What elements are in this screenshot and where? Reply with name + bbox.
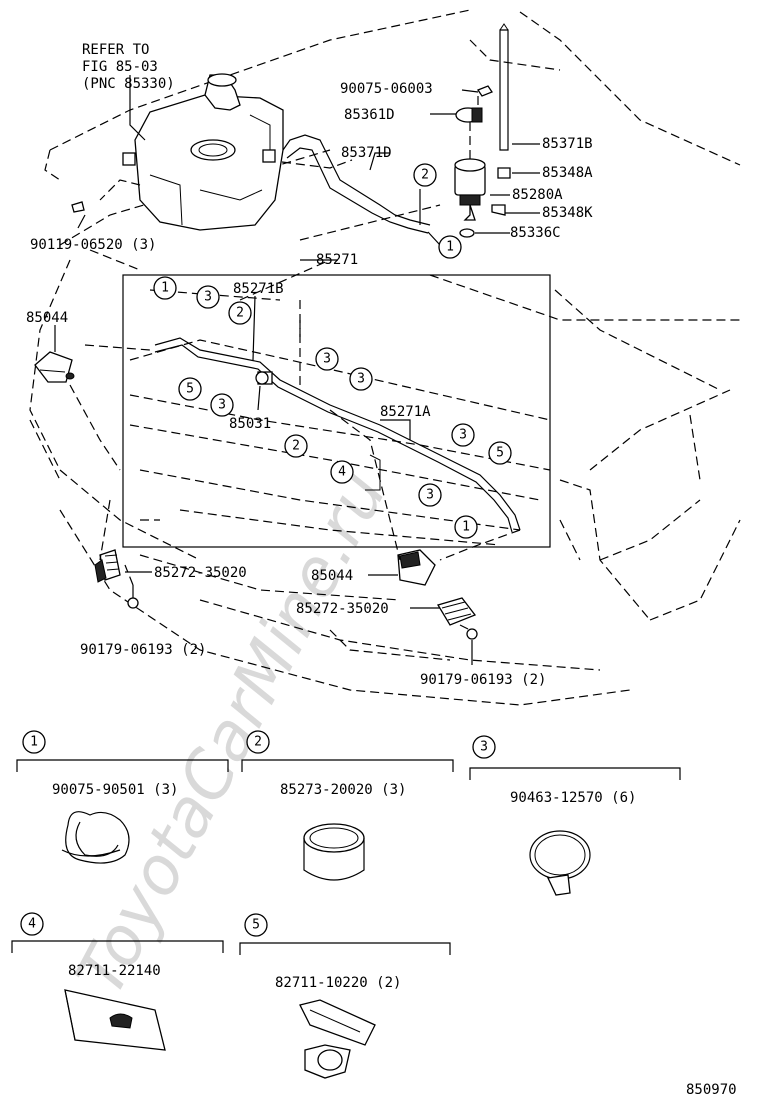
ref-circle-3: 3 xyxy=(451,423,475,447)
callout-85361d: 85361D xyxy=(344,107,395,123)
ref-circle-2: 2 xyxy=(284,434,308,458)
ref-circles: 2 1 1 3 2 5 3 3 3 2 4 3 5 3 1 xyxy=(153,163,512,539)
svg-text:2: 2 xyxy=(421,168,429,183)
seal-85336c xyxy=(459,228,475,238)
screw-90179-right xyxy=(466,628,478,640)
callout-85271a: 85271A xyxy=(380,404,431,420)
svg-text:5: 5 xyxy=(252,918,260,933)
screw-90179-left xyxy=(127,597,139,609)
svg-text:3: 3 xyxy=(357,372,365,387)
refer-line-3: (PNC 85330) xyxy=(82,76,175,92)
ref-circle-5: 5 xyxy=(488,441,512,465)
detail-1-part: 90075-90501 (3) xyxy=(52,782,178,798)
ref-circle-1: 1 xyxy=(438,235,462,259)
callout-85348a: 85348A xyxy=(542,165,593,181)
ref-circle-3: 3 xyxy=(418,483,442,507)
svg-text:2: 2 xyxy=(254,735,262,750)
washer-pump xyxy=(454,158,511,221)
leader-lines xyxy=(54,75,540,665)
callout-85271: 85271 xyxy=(316,252,358,268)
nozzle-85044-left xyxy=(34,351,75,383)
detail-1: 1 90075-90501 (3) xyxy=(16,730,229,864)
ref-circle-1: 1 xyxy=(454,515,478,539)
svg-text:3: 3 xyxy=(426,488,434,503)
grommet-85361d xyxy=(455,107,483,123)
washer-hose xyxy=(282,134,431,234)
refer-line-1: REFER TO xyxy=(82,42,149,58)
hose-85348k xyxy=(491,204,506,216)
callout-85280a: 85280A xyxy=(512,187,563,203)
svg-text:1: 1 xyxy=(446,240,454,255)
svg-text:1: 1 xyxy=(161,281,169,296)
callout-85336c: 85336C xyxy=(510,225,561,241)
svg-text:2: 2 xyxy=(236,306,244,321)
callout-85272-35020-left: 85272-35020 xyxy=(154,565,247,581)
svg-text:2: 2 xyxy=(292,439,300,454)
callout-90179-06193-right: 90179-06193 (2) xyxy=(420,672,546,688)
nozzle-85044-right xyxy=(397,549,436,586)
callout-90179-06193-left: 90179-06193 (2) xyxy=(80,642,206,658)
ref-circle-5: 5 xyxy=(178,377,202,401)
callout-85271b: 85271B xyxy=(233,281,284,297)
refer-line-2: FIG 85-03 xyxy=(82,59,158,75)
connection-lines xyxy=(69,96,521,631)
detail-4-part: 82711-22140 xyxy=(68,963,161,979)
svg-text:4: 4 xyxy=(338,465,346,480)
detail-4: 4 82711-22140 xyxy=(11,912,224,1051)
refer-note: REFER TO FIG 85-03 (PNC 85330) xyxy=(82,42,175,92)
ref-circle-1: 1 xyxy=(153,276,177,300)
ref-circle-3: 3 xyxy=(349,367,373,391)
svg-text:3: 3 xyxy=(480,740,488,755)
ref-circle-3: 3 xyxy=(196,285,220,309)
detail-5: 5 82711-10220 (2) xyxy=(239,913,451,1079)
detail-2-part: 85273-20020 (3) xyxy=(280,782,406,798)
svg-text:1: 1 xyxy=(462,520,470,535)
callout-85348k: 85348K xyxy=(542,205,593,221)
cover-85272-left xyxy=(94,549,121,583)
nozzle-assy-box xyxy=(122,274,551,548)
callout-85031: 85031 xyxy=(229,416,271,432)
svg-text:4: 4 xyxy=(28,917,36,932)
detail-2: 2 85273-20020 (3) xyxy=(241,730,454,881)
callout-90075-06003: 90075-06003 xyxy=(340,81,433,97)
bolt-90119 xyxy=(71,201,85,213)
watermark: ToyotaCarMine.ru xyxy=(61,460,401,1008)
svg-text:3: 3 xyxy=(218,398,226,413)
svg-text:5: 5 xyxy=(186,382,194,397)
detail-3-part: 90463-12570 (6) xyxy=(510,790,636,806)
svg-text:1: 1 xyxy=(30,735,38,750)
callout-85044-left: 85044 xyxy=(26,310,68,326)
ref-circle-3: 3 xyxy=(210,393,234,417)
connector-85031 xyxy=(255,371,273,385)
callout-85371b: 85371B xyxy=(542,136,593,152)
callout-85272-35020-right: 85272-35020 xyxy=(296,601,389,617)
detail-3: 3 90463-12570 (6) xyxy=(469,735,681,896)
callout-85371d: 85371D xyxy=(341,145,392,161)
svg-text:3: 3 xyxy=(204,290,212,305)
ref-circle-3: 3 xyxy=(315,347,339,371)
detail-5-part: 82711-10220 (2) xyxy=(275,975,401,991)
ref-circle-2: 2 xyxy=(413,163,437,187)
ref-circle-2: 2 xyxy=(228,301,252,325)
figure-number: 850970 xyxy=(686,1082,737,1098)
callout-85044-right: 85044 xyxy=(311,568,353,584)
callout-labels: 90075-06003 85361D 85371B 85371D 85348A … xyxy=(26,81,593,688)
washer-tank xyxy=(122,73,284,231)
ref-circle-4: 4 xyxy=(330,460,354,484)
cover-85272-right xyxy=(437,597,477,626)
callout-90119-06520: 90119-06520 (3) xyxy=(30,237,156,253)
svg-text:3: 3 xyxy=(459,428,467,443)
svg-text:5: 5 xyxy=(496,446,504,461)
pipe-85371b xyxy=(499,23,509,151)
washer-hose-assy xyxy=(154,337,521,533)
svg-text:3: 3 xyxy=(323,352,331,367)
bolt-90075-06003 xyxy=(477,85,493,97)
